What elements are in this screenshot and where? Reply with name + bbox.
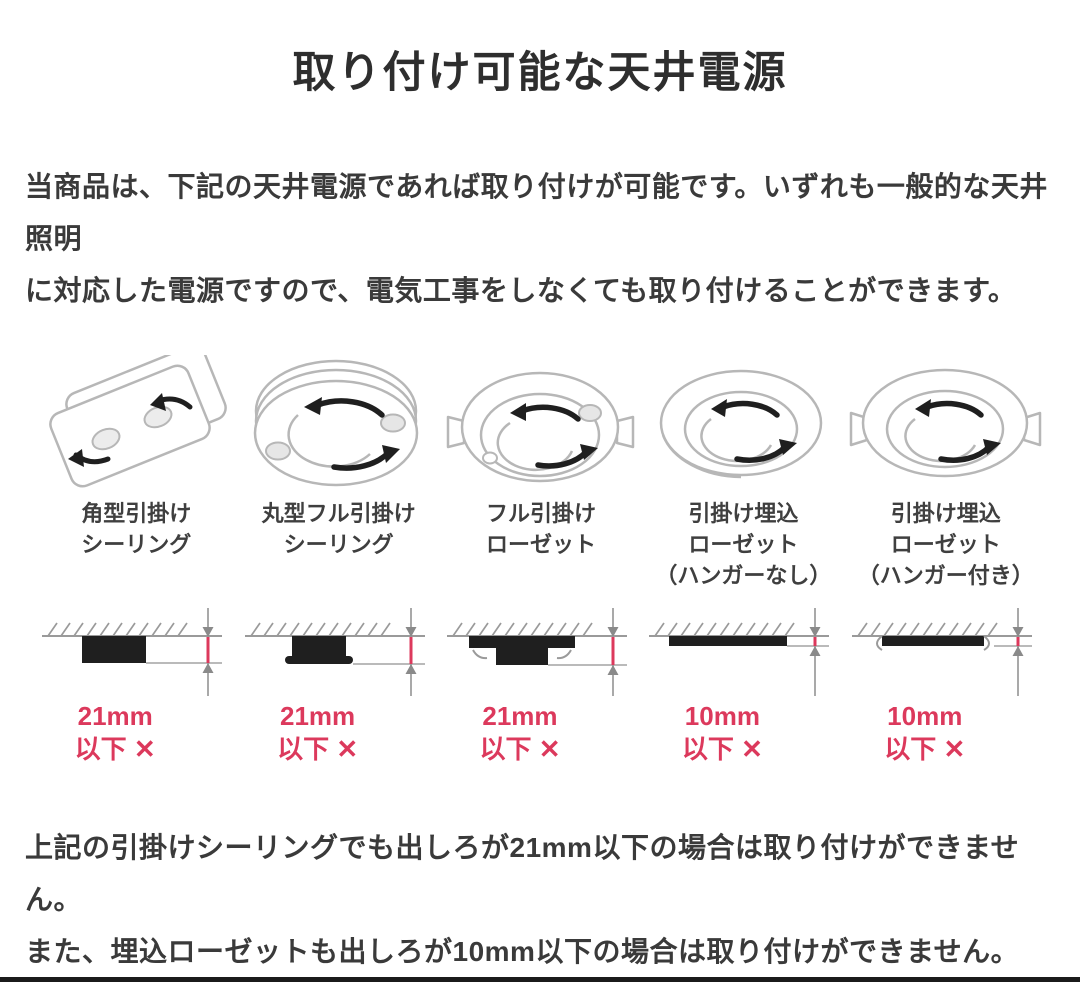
intro-text: 当商品は、下記の天井電源であれば取り付けが可能です。いずれも一般的な天井照明 に… (25, 171, 1048, 306)
clearance-diagram (851, 608, 1032, 696)
clearance-diagram (649, 608, 830, 696)
limit-value: 21mm (280, 701, 356, 731)
socket-column: 角型引掛け シーリング 21mm 以下 ✕ (35, 355, 237, 766)
ng-mark: ✕ (943, 734, 966, 764)
limit-text: 以下 (74, 734, 127, 764)
embedded-rosette-hanger-illustration (850, 368, 1042, 478)
limit-value: 10mm (684, 701, 760, 731)
limit-text: 以下 (277, 734, 330, 764)
full-hook-rosette-illustration (447, 371, 635, 483)
socket-label: 引掛け埋込 ローゼット （ハンガー付き） (857, 501, 1034, 588)
bottom-divider (0, 977, 1080, 982)
limit-text: 以下 (681, 734, 734, 764)
clearance-limit: 10mm 以下 ✕ (682, 700, 805, 766)
ng-mark: ✕ (538, 734, 561, 764)
socket-column: 引掛け埋込 ローゼット （ハンガー付き） 10mm 以下 ✕ (845, 355, 1047, 766)
notes-text: 上記の引掛けシーリングでも出しろが21mm以下の場合は取り付けができません。 ま… (25, 832, 1020, 967)
limit-text: 以下 (884, 734, 937, 764)
socket-label: フル引掛け ローゼット (485, 501, 596, 557)
clearance-diagram (446, 608, 627, 696)
clearance-limit: 21mm 以下 ✕ (277, 700, 400, 766)
round-full-hook-ceiling-illustration (253, 359, 419, 487)
clearance-diagram (42, 608, 223, 696)
embedded-rosette-illustration (659, 369, 823, 479)
ng-mark: ✕ (133, 734, 156, 764)
clearance-limit: 21mm 以下 ✕ (479, 700, 602, 766)
socket-label: 引掛け埋込 ローゼット （ハンガーなし） (655, 501, 832, 588)
limit-value: 21mm (77, 701, 153, 731)
socket-label: 丸型フル引掛け シーリング (261, 501, 416, 557)
limit-value: 21mm (482, 701, 558, 731)
limit-text: 以下 (479, 734, 532, 764)
clearance-limit: 10mm 以下 ✕ (884, 700, 1007, 766)
page-title: 取り付け可能な天井電源 (292, 49, 788, 97)
square-hook-ceiling-illustration (48, 355, 227, 488)
clearance-diagram (244, 608, 425, 696)
socket-column: 引掛け埋込 ローゼット （ハンガーなし） 10mm 以下 ✕ (642, 355, 844, 766)
socket-grid: 角型引掛け シーリング 21mm 以下 ✕ (35, 355, 1047, 766)
socket-label: 角型引掛け シーリング (81, 501, 192, 557)
ng-mark: ✕ (336, 734, 359, 764)
socket-column: フル引掛け ローゼット 21mm 以下 ✕ (440, 355, 642, 766)
clearance-limit: 21mm 以下 ✕ (75, 700, 198, 766)
ng-mark: ✕ (741, 734, 763, 764)
socket-column: 丸型フル引掛け シーリング 21mm 以下 ✕ (237, 355, 439, 766)
limit-value: 10mm (887, 701, 963, 731)
